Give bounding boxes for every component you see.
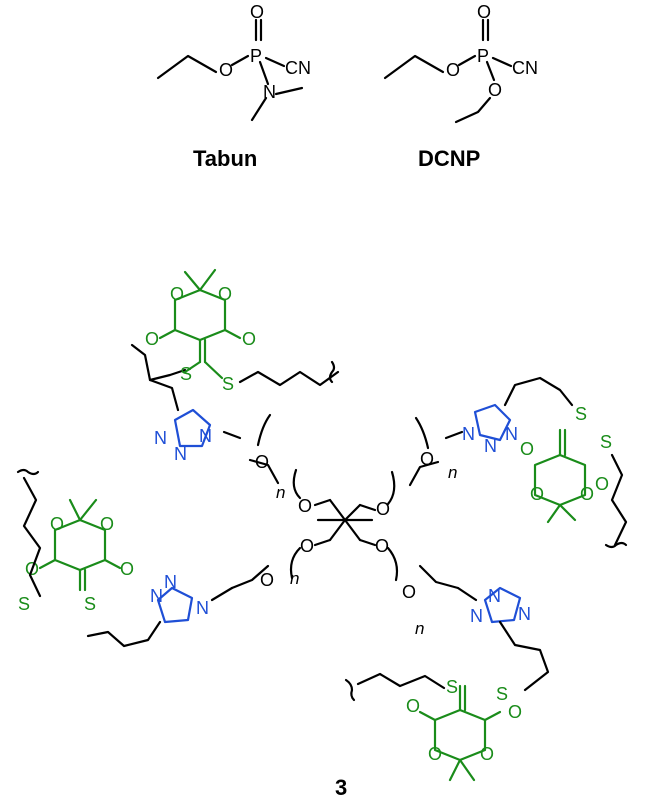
ur-sulfur-1: S bbox=[575, 404, 587, 424]
dendrimer-structure: O O O O O n N N N O O O bbox=[16, 268, 628, 782]
core-oxygen-upper-left: O bbox=[298, 496, 312, 516]
ur-triazole-n2: N bbox=[484, 436, 497, 456]
ll-meldrum-oxygen-carbonyl-2: O bbox=[120, 559, 134, 579]
ll-peg-oxygen: O bbox=[260, 570, 274, 590]
ur-triazole-n1: N bbox=[462, 424, 475, 444]
core-oxygen-lower-right: O bbox=[375, 536, 389, 556]
ur-peg-oxygen: O bbox=[420, 449, 434, 469]
lr-meldrum-oxygen-carbonyl-2: O bbox=[508, 702, 522, 722]
ul-triazole-n1: N bbox=[199, 426, 212, 446]
dcnp-cyano: CN bbox=[512, 58, 538, 78]
ul-peg-oxygen: O bbox=[255, 452, 269, 472]
ul-sulfur-2: S bbox=[222, 374, 234, 394]
ur-meldrum-oxygen-ring-1: O bbox=[530, 484, 544, 504]
ur-peg-n: n bbox=[448, 463, 457, 482]
lr-triazole-n1: N bbox=[470, 606, 483, 626]
lr-triazole-n2: N bbox=[488, 586, 501, 606]
lr-sulfur-2: S bbox=[496, 684, 508, 704]
core-oxygen-upper-right: O bbox=[376, 499, 390, 519]
ll-triazole-n1: N bbox=[150, 586, 163, 606]
ll-triazole-n2: N bbox=[164, 572, 177, 592]
ur-meldrum-oxygen-carbonyl-2: O bbox=[595, 474, 609, 494]
ll-meldrum-oxygen-ring-2: O bbox=[100, 514, 114, 534]
tabun-cyano: CN bbox=[285, 58, 311, 78]
ur-meldrum-oxygen-ring-2: O bbox=[580, 484, 594, 504]
tabun-oxygen-double: O bbox=[250, 2, 264, 22]
ul-meldrum-oxygen-carbonyl-2: O bbox=[242, 329, 256, 349]
tabun-oxygen-ester: O bbox=[219, 60, 233, 80]
lr-peg-n: n bbox=[415, 619, 424, 638]
ll-triazole-n3: N bbox=[196, 598, 209, 618]
lr-meldrum-oxygen-ring-1: O bbox=[428, 744, 442, 764]
ul-meldrum-oxygen-ring-1: O bbox=[170, 284, 184, 304]
dcnp-oxygen-double: O bbox=[477, 2, 491, 22]
dcnp-structure: O P O CN O bbox=[383, 2, 538, 124]
lr-meldrum-oxygen-carbonyl-1: O bbox=[406, 696, 420, 716]
tabun-phosphorus: P bbox=[250, 46, 262, 66]
ll-sulfur-2: S bbox=[84, 594, 96, 614]
ll-sulfur-1: S bbox=[18, 594, 30, 614]
lr-peg-oxygen: O bbox=[402, 582, 416, 602]
tabun-nitrogen: N bbox=[263, 82, 276, 102]
ul-sulfur-1: S bbox=[180, 364, 192, 384]
ur-sulfur-2: S bbox=[600, 432, 612, 452]
lr-triazole-n3: N bbox=[518, 604, 531, 624]
dcnp-phosphorus: P bbox=[477, 46, 489, 66]
lr-sulfur-1: S bbox=[446, 677, 458, 697]
ll-peg-n: n bbox=[290, 569, 299, 588]
lr-meldrum-oxygen-ring-2: O bbox=[480, 744, 494, 764]
dendrimer-label: 3 bbox=[335, 775, 347, 800]
tabun-label: Tabun bbox=[193, 146, 257, 171]
core-oxygen-lower-left: O bbox=[300, 536, 314, 556]
ur-meldrum-oxygen-carbonyl-1: O bbox=[520, 439, 534, 459]
ul-meldrum-oxygen-ring-2: O bbox=[218, 284, 232, 304]
ul-triazole-n3: N bbox=[154, 428, 167, 448]
ul-triazole-n2: N bbox=[174, 444, 187, 464]
ul-peg-n: n bbox=[276, 483, 285, 502]
ur-triazole-n3: N bbox=[505, 424, 518, 444]
ll-meldrum-oxygen-ring-1: O bbox=[50, 514, 64, 534]
dcnp-oxygen-ester-2: O bbox=[488, 80, 502, 100]
dcnp-oxygen-ester-1: O bbox=[446, 60, 460, 80]
tabun-structure: O P O CN N bbox=[156, 2, 311, 122]
ul-meldrum-oxygen-carbonyl-1: O bbox=[145, 329, 159, 349]
dcnp-label: DCNP bbox=[418, 146, 480, 171]
